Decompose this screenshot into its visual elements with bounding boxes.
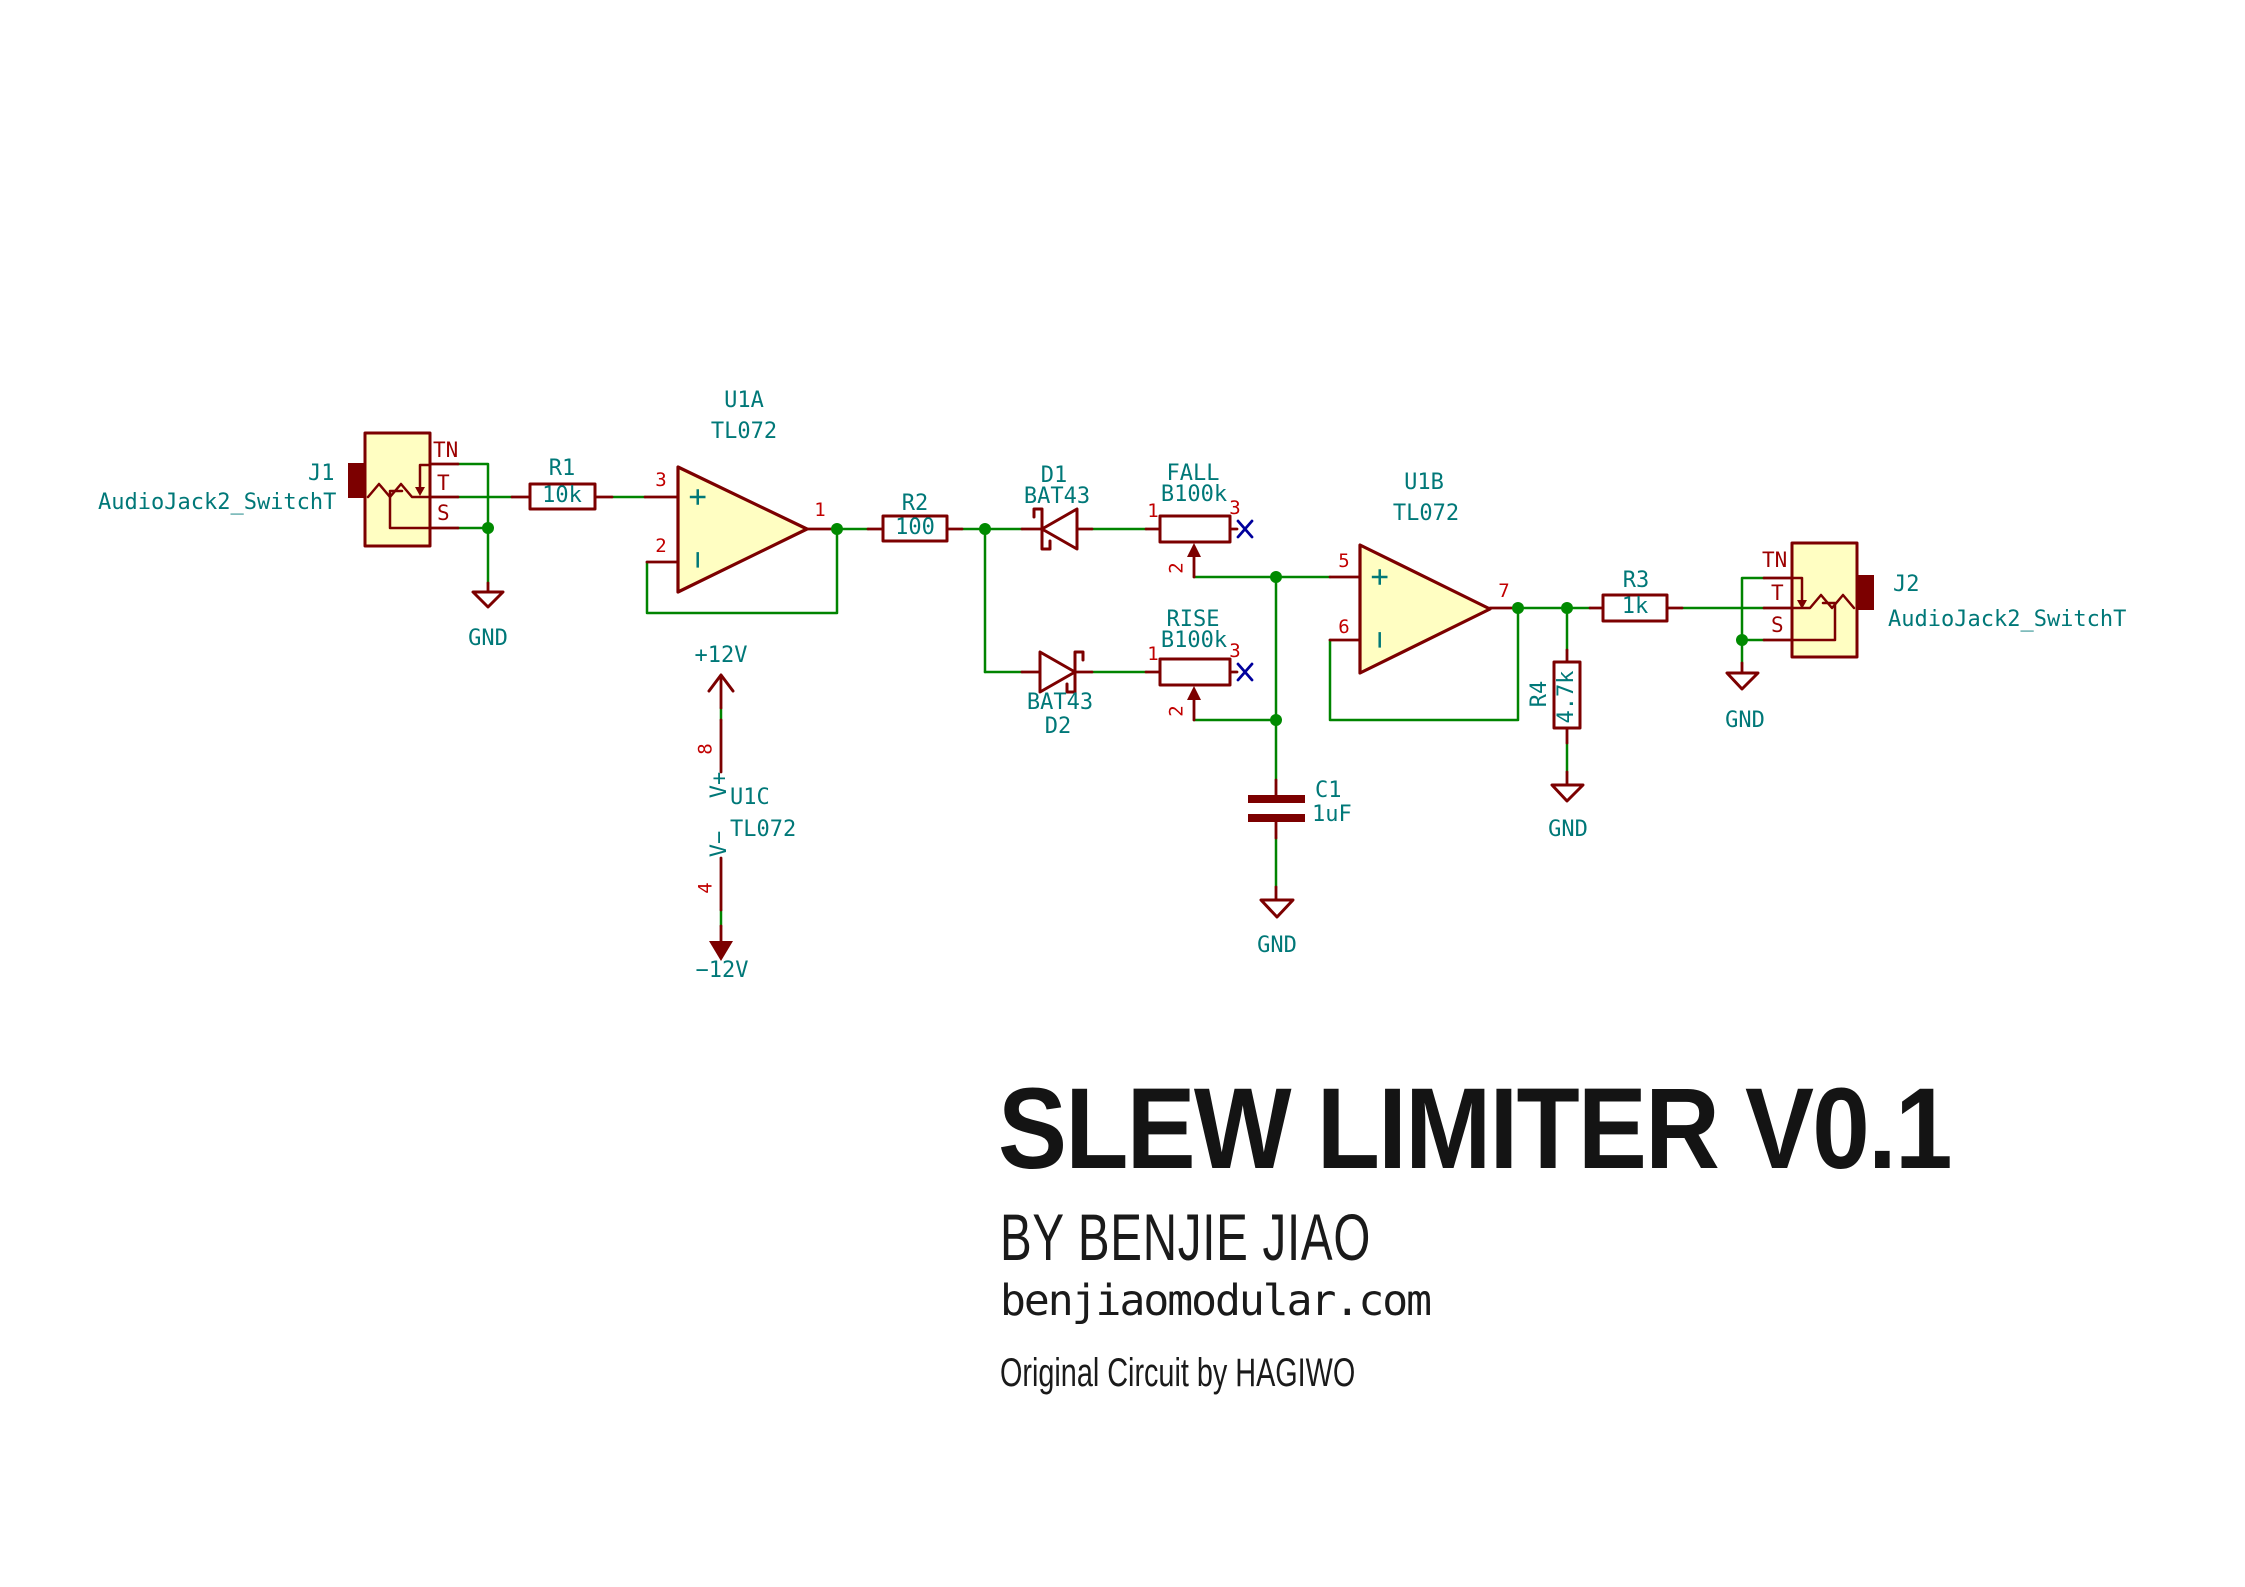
junction-dot — [482, 522, 1748, 726]
u1b-pin7: 7 — [1498, 580, 1510, 602]
power-down-arrow-icon — [709, 941, 733, 961]
r1-ref: R1 — [548, 456, 576, 481]
u1a-pin2: 2 — [655, 535, 667, 557]
fall-pin2: 2 — [1165, 562, 1188, 574]
r2-ref: R2 — [901, 491, 929, 516]
opamp-symbol-u1b — [1358, 543, 1492, 675]
audio-jack-symbol-j2 — [1790, 541, 1874, 659]
j1-pin-s: S — [437, 501, 450, 525]
u1c-vminus-name: V− — [707, 830, 732, 858]
resistor-symbol-r2 — [881, 514, 949, 543]
u1c-ref: U1C — [730, 785, 770, 810]
n12v-label: −12V — [695, 958, 749, 983]
opamp-symbol-u1a — [676, 465, 809, 594]
gnd-label-j2: GND — [1725, 708, 1765, 733]
r1-value: 10k — [542, 483, 582, 508]
d1-ref: D1 — [1040, 463, 1068, 488]
no-connect-icon — [1236, 519, 1254, 682]
sheet-title: SLEW LIMITER V0.1 — [998, 1065, 1953, 1193]
capacitor-symbol-c1 — [1248, 795, 1305, 822]
sheet-author: BY BENJIE JIAO — [1000, 1200, 1372, 1274]
r4-ref: R4 — [1527, 680, 1552, 708]
r3-ref: R3 — [1622, 568, 1650, 593]
rise-pin2: 2 — [1165, 705, 1188, 717]
resistor-symbol-r1 — [528, 482, 597, 511]
p12v-label: +12V — [694, 643, 748, 668]
potentiometer-symbol-rise — [1158, 657, 1232, 700]
j2-ref: J2 — [1893, 572, 1920, 597]
u1a-ref: U1A — [724, 388, 764, 413]
u1a-plus-sign: + — [680, 487, 715, 507]
rise-ref: RISE — [1166, 607, 1220, 632]
u1c-pin8: 8 — [694, 743, 717, 755]
fall-value: B100k — [1160, 482, 1228, 507]
rise-pin1: 1 — [1147, 643, 1159, 665]
j2-pin-s: S — [1771, 613, 1784, 637]
gnd-label-r4: GND — [1548, 817, 1588, 842]
fall-ref: FALL — [1166, 461, 1220, 486]
u1c-value: TL072 — [730, 817, 797, 842]
r2-value: 100 — [895, 515, 935, 540]
u1a-minus-sign: − — [680, 550, 715, 570]
u1a-pin1: 1 — [814, 499, 826, 521]
sheet-credit: Original Circuit by HAGIWO — [1000, 1351, 1356, 1395]
diode-symbol-d2 — [1038, 650, 1085, 694]
r4-value: 4.7k — [1554, 670, 1579, 724]
d2-value: BAT43 — [1026, 690, 1094, 715]
audio-jack-symbol-j1 — [348, 431, 432, 548]
u1b-pin6: 6 — [1338, 616, 1350, 638]
resistor-symbol-r4 — [1552, 660, 1582, 730]
diode-symbol-d1 — [1032, 507, 1079, 551]
j2-pin-tn: TN — [1762, 548, 1788, 572]
u1b-pin5: 5 — [1338, 550, 1350, 572]
power-up-arrow-icon — [707, 673, 735, 693]
u1c-pin4: 4 — [694, 882, 717, 894]
fall-pin1: 1 — [1147, 500, 1159, 522]
j2-value: AudioJack2_SwitchT — [1888, 607, 2127, 632]
j2-pin-t: T — [1771, 581, 1784, 605]
rise-pin3: 3 — [1229, 640, 1241, 662]
resistor-symbol-r3 — [1601, 593, 1669, 623]
potentiometer-symbol-fall — [1158, 514, 1232, 557]
c1-ref: C1 — [1315, 778, 1342, 803]
u1c-vplus-name: V+ — [707, 771, 732, 799]
c1-value: 1uF — [1312, 802, 1352, 827]
u1b-ref: U1B — [1404, 470, 1444, 495]
u1b-value: TL072 — [1392, 501, 1460, 526]
u1a-value: TL072 — [710, 419, 778, 444]
j1-pin-tn: TN — [433, 438, 459, 462]
wire — [456, 462, 1766, 928]
u1b-plus-sign: + — [1362, 567, 1397, 587]
rise-value: B100k — [1160, 628, 1228, 653]
sheet-website: benjiaomodular.com — [1000, 1276, 1432, 1326]
d1-value: BAT43 — [1023, 484, 1091, 509]
fall-pin3: 3 — [1229, 497, 1241, 519]
j1-pin-t: T — [437, 471, 450, 495]
gnd-icon — [471, 590, 1760, 919]
d2-ref: D2 — [1044, 714, 1072, 739]
gnd-label-j1: GND — [468, 626, 508, 651]
u1a-pin3: 3 — [655, 469, 667, 491]
r3-value: 1k — [1621, 594, 1649, 619]
u1b-minus-sign: − — [1362, 630, 1397, 650]
gnd-label-c1: GND — [1257, 933, 1297, 958]
pin-stub — [428, 462, 1794, 943]
j1-value: AudioJack2_SwitchT — [98, 490, 337, 515]
j1-ref: J1 — [308, 461, 335, 486]
